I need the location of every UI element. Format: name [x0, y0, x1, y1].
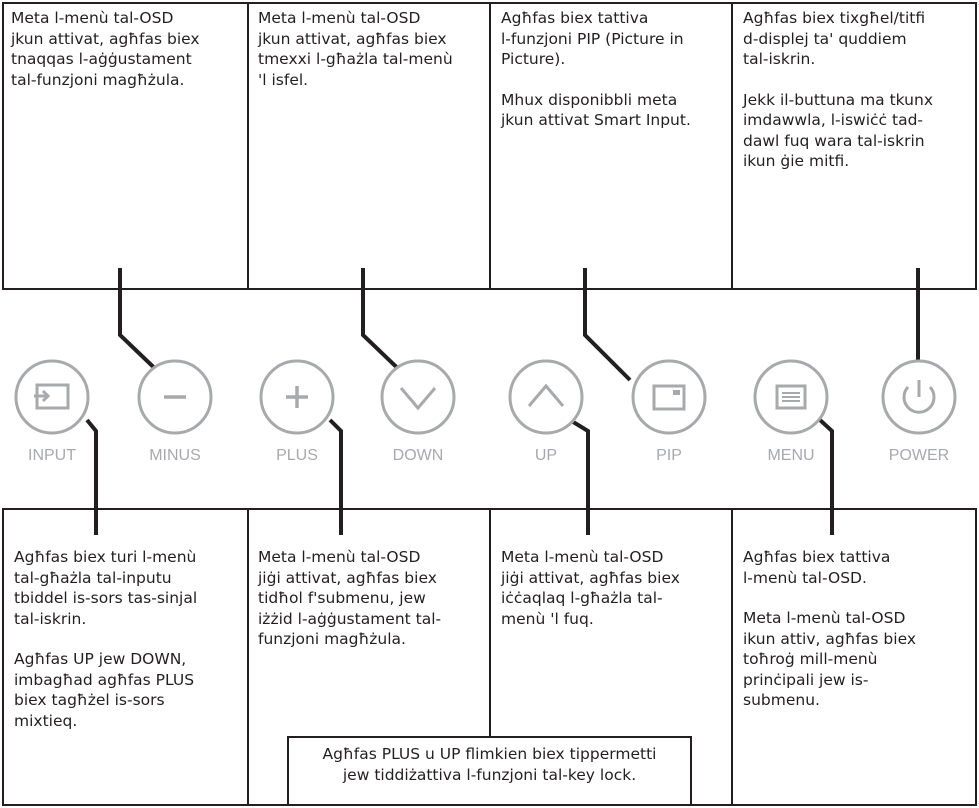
frame-dividers	[247, 2, 733, 806]
top-box-pip-text-1: Agħfas biex tattiva l-funzjoni PIP (Pict…	[501, 9, 684, 68]
bottom-box-input-text-2: Agħfas UP jew DOWN, imbagħad agħfas PLUS…	[14, 650, 195, 730]
power-icon	[902, 380, 936, 414]
top-box-down: Meta l-menù tal-OSD jkun attivat, agħfas…	[250, 4, 490, 114]
power-button[interactable]	[881, 359, 957, 435]
bottom-box-menu: Agħfas biex tattiva l-menù tal-OSD. Meta…	[735, 543, 975, 735]
top-box-power-text-2: Jekk il-buttuna ma tkunx imdawwla, l-isw…	[743, 90, 934, 171]
down-button-label: DOWN	[392, 447, 444, 464]
top-box-power-text-1: Agħfas biex tixgħel/titfi d-displej ta' …	[743, 9, 926, 68]
chevron-down-icon	[399, 387, 437, 411]
top-box-power: Agħfas biex tixgħel/titfi d-displej ta' …	[735, 4, 975, 196]
menu-icon	[775, 384, 807, 410]
input-icon	[34, 383, 70, 410]
bottom-box-up: Meta l-menù tal-OSD jiġi attivat, agħfas…	[493, 543, 733, 653]
up-button-label: UP	[534, 447, 558, 464]
menu-button[interactable]	[753, 359, 829, 435]
leader-pip	[583, 268, 632, 382]
bottom-box-plus-text: Meta l-menù tal-OSD jiġi attivat, agħfas…	[258, 548, 442, 648]
bottom-box-menu-text-2: Meta l-menù tal-OSD ikun attiv, agħfas b…	[743, 609, 917, 709]
chevron-up-icon	[527, 383, 565, 407]
key-lock-note: Agħfas PLUS u UP flimkien biex tippermet…	[287, 736, 692, 806]
minus-button-label: MINUS	[149, 447, 201, 464]
plus-button-label: PLUS	[276, 447, 318, 464]
top-box-minus: Meta l-menù tal-OSD jkun attivat, agħfas…	[3, 4, 243, 114]
pip-button[interactable]	[631, 359, 707, 435]
leader-minus	[118, 268, 169, 382]
power-button-label: POWER	[888, 447, 950, 464]
plus-button[interactable]	[259, 359, 335, 435]
top-box-minus-text: Meta l-menù tal-OSD jkun attivat, agħfas…	[11, 9, 200, 89]
up-button[interactable]	[508, 359, 584, 435]
input-button-label: INPUT	[28, 447, 76, 464]
minus-button[interactable]	[137, 359, 213, 435]
leader-input	[85, 418, 98, 535]
input-button[interactable]	[14, 359, 90, 435]
pip-icon	[652, 384, 686, 411]
leader-plus	[328, 418, 343, 535]
down-button[interactable]	[380, 359, 456, 435]
bottom-box-input: Agħfas biex turi l-menù tal-għażla tal-i…	[6, 543, 246, 755]
bottom-box-menu-text-1: Agħfas biex tattiva l-menù tal-OSD.	[743, 548, 891, 587]
leader-menu	[818, 418, 834, 535]
menu-button-label: MENU	[767, 447, 815, 464]
bottom-box-plus: Meta l-menù tal-OSD jiġi attivat, agħfas…	[250, 543, 490, 674]
pip-button-label: PIP	[656, 447, 682, 464]
top-box-pip-text-2: Mhux disponibbli meta jkun attivat Smart…	[501, 90, 691, 130]
plus-icon	[286, 386, 308, 408]
bottom-box-input-text-1: Agħfas biex turi l-menù tal-għażla tal-i…	[14, 548, 198, 628]
bottom-box-up-text: Meta l-menù tal-OSD jiġi attivat, agħfas…	[501, 548, 680, 628]
leader-down	[361, 268, 412, 382]
top-box-down-text: Meta l-menù tal-OSD jkun attivat, agħfas…	[258, 9, 453, 89]
leader-up	[568, 418, 590, 535]
top-box-pip: Agħfas biex tattiva l-funzjoni PIP (Pict…	[493, 4, 733, 155]
